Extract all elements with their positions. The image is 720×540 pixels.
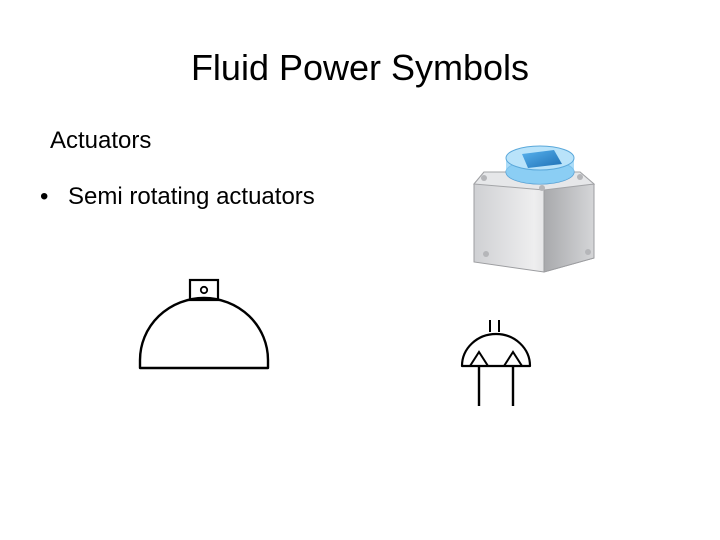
- bullet-marker: •: [40, 183, 49, 210]
- bullet-text: Semi rotating actuators: [68, 183, 315, 210]
- semi-rotary-actuator-photo: [473, 145, 596, 273]
- slide-subtitle: Actuators: [50, 127, 152, 154]
- slide-title: Fluid Power Symbols: [190, 47, 530, 88]
- semi-rotary-actuator-symbol-alt: [460, 320, 532, 406]
- bullet-item: • Semi rotating actuators: [40, 180, 315, 214]
- semi-rotary-actuator-symbol: [138, 278, 270, 370]
